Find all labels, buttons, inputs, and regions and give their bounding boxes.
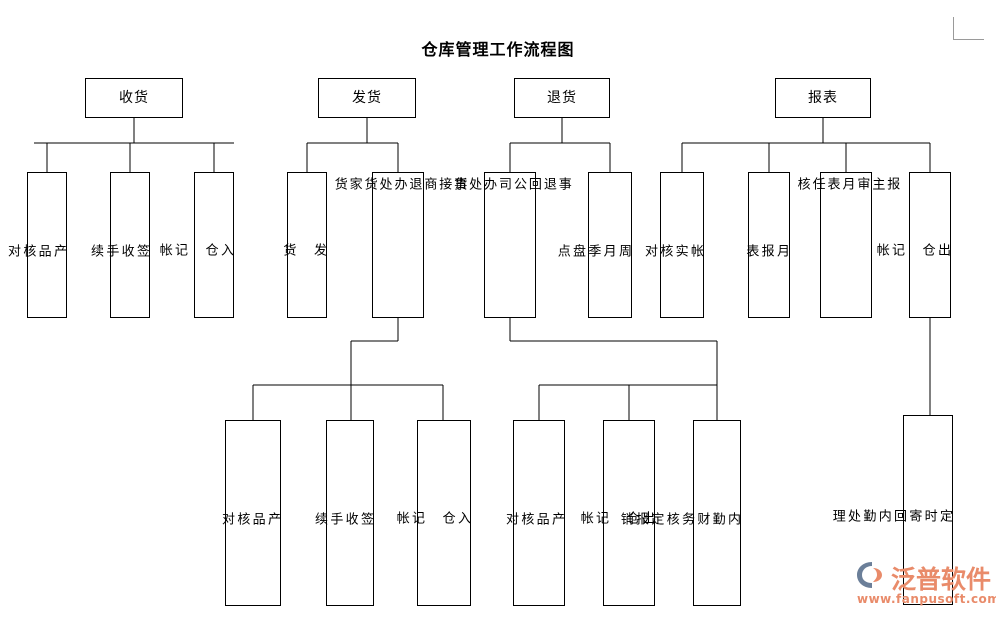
node-root-reports[interactable]: 报表 xyxy=(775,78,871,118)
node-receiving-instock-record[interactable]: 入 仓 记 帐 xyxy=(157,172,234,318)
node-root-receiving[interactable]: 收货 xyxy=(85,78,183,118)
node-label-col-left: 办 处 货 xyxy=(451,177,497,192)
node-return-company-finance-reimburse[interactable]: 内 勤 财 务 核 定 报 销 xyxy=(618,420,741,606)
node-label: 产 品 核 对 xyxy=(503,511,564,527)
node-label: 入 仓 记 帐 xyxy=(156,242,233,258)
node-label: 内 勤 财 务 核 定 报 销 xyxy=(617,511,740,527)
node-reports-monthly-report[interactable]: 月 报 表 xyxy=(743,172,790,318)
node-label: 出 仓 记 帐 xyxy=(873,242,950,258)
node-label: 发 货 xyxy=(280,242,326,258)
node-shipping-merchant-return[interactable]: 事 接 商 退 办 处 货 家 货 xyxy=(332,172,466,318)
node-label: 签 收 手 续 xyxy=(312,511,373,527)
node-reports-reconciliation[interactable]: 帐 实 核 对 xyxy=(642,172,704,318)
node-merchant-return-instock-record[interactable]: 入 仓 记 帐 xyxy=(394,420,471,606)
node-return-company-product-check[interactable]: 产 品 核 对 xyxy=(503,420,565,606)
node-shipping-ship-goods[interactable]: 发 货 xyxy=(280,172,327,318)
node-label: 报表 xyxy=(808,89,838,106)
node-label: 签 收 手 续 xyxy=(88,243,149,259)
node-label-col-right: 报 主 审 xyxy=(854,177,900,192)
node-return-company-outstock-record[interactable]: 出 仓 记 帐 xyxy=(578,420,655,606)
node-label-col-right: 事 接 商 退 xyxy=(406,177,467,192)
node-label: 退货 xyxy=(547,89,577,106)
node-label: 收货 xyxy=(119,89,149,106)
node-reports-mailback-office[interactable]: 定 时 寄 回 内 勤 处 理 xyxy=(830,415,953,605)
node-label: 入 仓 记 帐 xyxy=(393,510,470,526)
page-corner-mark xyxy=(953,17,984,40)
node-label: 月 报 表 xyxy=(743,243,789,259)
node-reports-outstock-record[interactable]: 出 仓 记 帐 xyxy=(874,172,951,318)
node-merchant-return-product-check[interactable]: 产 品 核 对 xyxy=(219,420,281,606)
node-label: 出 仓 记 帐 xyxy=(577,510,654,526)
node-root-returns[interactable]: 退货 xyxy=(514,78,610,118)
node-label-col-left: 办 处 货 家 货 xyxy=(331,177,407,192)
node-label: 定 时 寄 回 内 勤 处 理 xyxy=(829,508,952,524)
node-label: 产 品 核 对 xyxy=(219,511,280,527)
node-label-col-left: 月 表 任 核 xyxy=(794,177,855,192)
page-title: 仓库管理工作流程图 xyxy=(421,40,575,59)
fanpu-logo-icon xyxy=(857,562,882,588)
node-root-shipping[interactable]: 发货 xyxy=(318,78,416,118)
node-label: 周 月 季 盘 点 xyxy=(554,243,631,259)
node-reports-approval[interactable]: 报 主 审 月 表 任 核 xyxy=(795,172,899,318)
node-merchant-return-signoff[interactable]: 签 收 手 续 xyxy=(312,420,374,606)
node-label: 产 品 核 对 xyxy=(5,243,66,259)
node-label-col-right: 事 退 回 公 司 xyxy=(496,177,571,192)
node-returns-periodic-inventory[interactable]: 周 月 季 盘 点 xyxy=(555,172,632,318)
node-receiving-product-check[interactable]: 产 品 核 对 xyxy=(5,172,67,318)
node-receiving-signoff[interactable]: 签 收 手 续 xyxy=(88,172,150,318)
node-returns-return-to-company[interactable]: 事 退 回 公 司 办 处 货 xyxy=(451,172,571,318)
node-label: 发货 xyxy=(352,89,382,106)
node-label: 帐 实 核 对 xyxy=(642,243,703,259)
